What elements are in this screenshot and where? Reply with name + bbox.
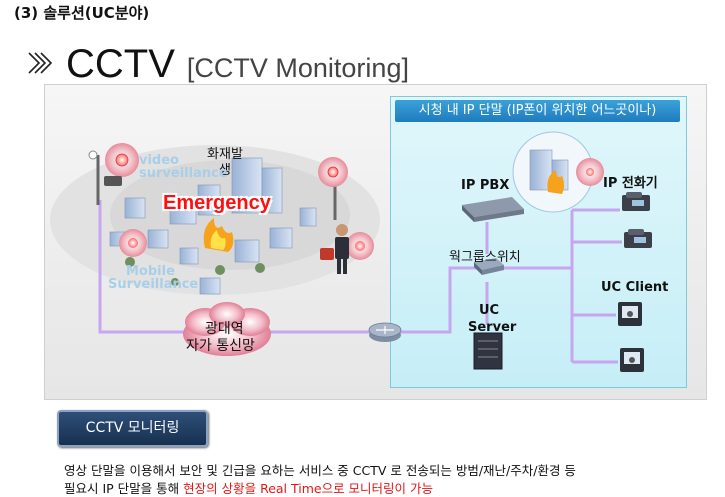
- building-fire-bubble: [512, 131, 604, 213]
- video-surveillance-label: video surveillance: [139, 153, 228, 181]
- network-cloud-icon: [183, 302, 271, 356]
- ip-panel-header: 시청 내 IP 단말 (IP폰이 위치한 어느곳이나): [395, 100, 680, 122]
- ip-pbx-label: IP PBX: [461, 178, 510, 193]
- title-sub: [CCTV Monitoring]: [186, 53, 409, 83]
- uc-server-label-2: Server: [468, 320, 517, 335]
- description-line-1: 영상 단말을 이용해서 보안 및 긴급을 요하는 서비스 중 CCTV 로 전송…: [64, 463, 576, 478]
- ip-phone-label: IP 전화기: [603, 176, 658, 191]
- ip-phone-icon: [624, 229, 652, 248]
- fire-label: 화재발생: [207, 147, 243, 178]
- city-illustration: [50, 145, 380, 295]
- uc-client-icon: [620, 348, 644, 372]
- cctv-pole-right: [318, 157, 348, 220]
- network-cloud-label-2: 자가 통신망: [186, 338, 255, 354]
- cctv-pole-left: [88, 143, 139, 205]
- title-main: CCTV: [66, 42, 175, 86]
- section-label: (3) 솔루션(UC분야): [14, 4, 150, 22]
- double-chevron-icon: [28, 52, 53, 74]
- router-icon: [368, 322, 402, 342]
- description-highlight: 현장의 상황을 Real Time으로 모니터링이 가능: [183, 481, 434, 496]
- mobile-surveillance-label-2: Surveillance: [108, 277, 199, 292]
- cctv-monitoring-button[interactable]: CCTV 모니터링: [57, 410, 208, 447]
- workgroup-switch-icon: [474, 258, 504, 275]
- ip-phone-icon: [622, 192, 650, 211]
- page-title: CCTV [CCTV Monitoring]: [26, 40, 409, 84]
- uc-client-label: UC Client: [601, 280, 669, 295]
- description-line-2: 필요시 IP 단말을 통해 현장의 상황을 Real Time으로 모니터링이 …: [64, 478, 433, 497]
- network-links: [98, 200, 622, 364]
- fire-icon: [203, 218, 234, 252]
- workgroup-switch-label: 웍그룹스위치: [449, 250, 521, 265]
- mobile-surveillance-label-1: Mobile: [126, 264, 175, 279]
- person-icon: [320, 224, 349, 274]
- uc-server-label-1: UC: [479, 303, 500, 318]
- network-cloud-label-1: 광대역: [205, 321, 244, 337]
- ip-pbx-icon: [462, 197, 524, 222]
- description-line-2-prefix: 필요시 IP 단말을 통해: [64, 481, 184, 496]
- uc-client-icon: [618, 302, 642, 326]
- emergency-label: Emergency: [163, 192, 271, 214]
- mobile-camera: [119, 229, 374, 260]
- uc-server-icon: [473, 332, 503, 370]
